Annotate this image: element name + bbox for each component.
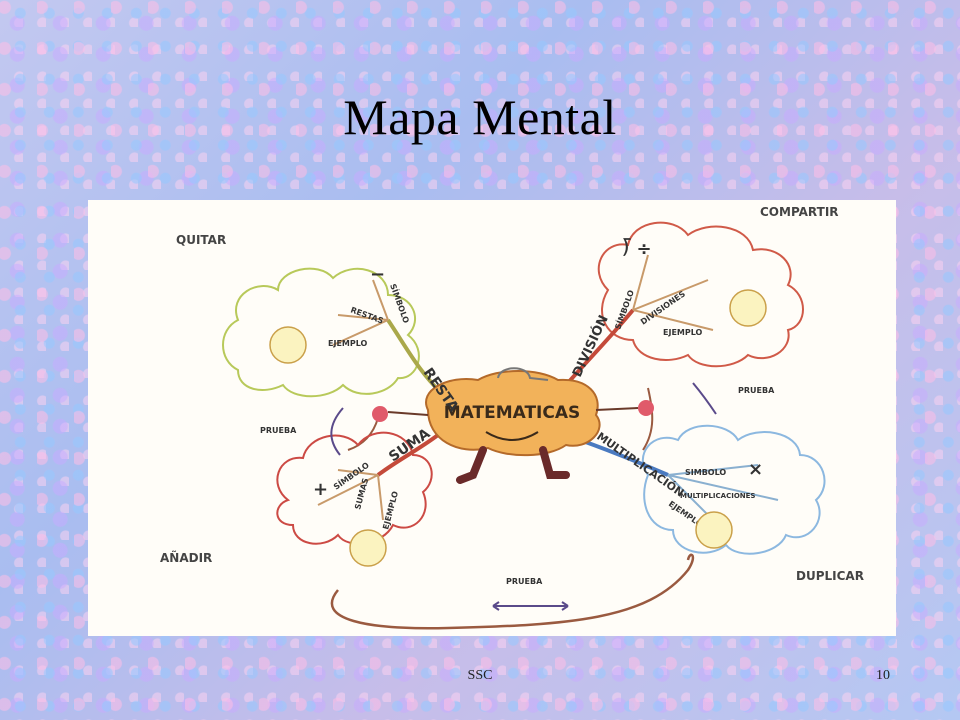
prueba-right-arrow [692,382,717,415]
multiplicacion-symbol: × [748,459,763,480]
multiplicacion-example-bubble [695,511,733,549]
resta-ejemplo: EJEMPLO [328,339,368,348]
center-blob [425,370,601,457]
suma-symbol: + [313,479,328,500]
left-arm-mark [387,411,429,416]
multiplicacion-label: MULTIPLICACIÓN [594,430,686,500]
suma-multiplicacion-connector [330,553,695,630]
prueba-left-label: PRUEBA [260,426,297,435]
division-ejemplo: EJEMPLO [663,328,703,337]
multiplicacion-multiplicaciones: MULTIPLICACIONES [680,492,755,500]
prueba-bottom-arrow [492,601,569,611]
division-cloud [597,221,804,368]
division-loop-connector [642,387,654,451]
multiplicacion-sub-branches [667,464,779,521]
page-number: 10 [876,668,890,683]
right-flower-mark [638,400,654,416]
resta-restas: RESTAS [349,305,384,325]
division-symbol: ⟌ ÷ [623,238,652,260]
division-branch [564,308,635,387]
suma-sumas: SUMAS [353,477,370,511]
suma-cloud [276,431,433,545]
prueba-left-arrow [330,407,344,456]
prueba-bottom-label: PRUEBA [506,577,543,586]
division-sub-branches [632,254,714,331]
resta-symbol: − [370,264,385,285]
center-label: MATEMATICAS [444,403,581,423]
suma-branch [376,433,440,477]
division-example-bubble [729,289,767,327]
resta-example-bubble [269,326,307,364]
footer-author: SSC [467,668,493,683]
hat-mark [497,367,549,381]
slide-title: Mapa Mental [343,89,617,145]
left-flower-mark [372,406,388,422]
suma-sub-branches [317,469,384,521]
compartir-label: COMPARTIR [760,205,839,219]
right-arm-mark [595,407,639,411]
suma-example-bubble [349,529,387,567]
legs-mark [456,446,570,484]
resta-cloud [222,267,420,398]
multiplicacion-simbolo: SIMBOLO [685,468,726,477]
division-label: DIVISIÓN [569,313,612,380]
quitar-label: QUITAR [176,233,226,247]
resta-sub-branches [332,279,389,346]
multiplicacion-cloud [641,424,826,555]
mind-map-figure: MATEMATICAS RESTA DIVISIÓN SUMA MULTIPLI… [88,200,896,636]
suma-ejemplo: EJEMPLO [381,490,400,531]
smile-mark [485,431,539,441]
duplicar-label: DUPLICAR [796,569,864,583]
prueba-right-label: PRUEBA [738,386,775,395]
anadir-label: AÑADIR [160,550,212,565]
multiplicacion-branch [579,438,669,477]
resta-loop-connector [347,417,379,451]
